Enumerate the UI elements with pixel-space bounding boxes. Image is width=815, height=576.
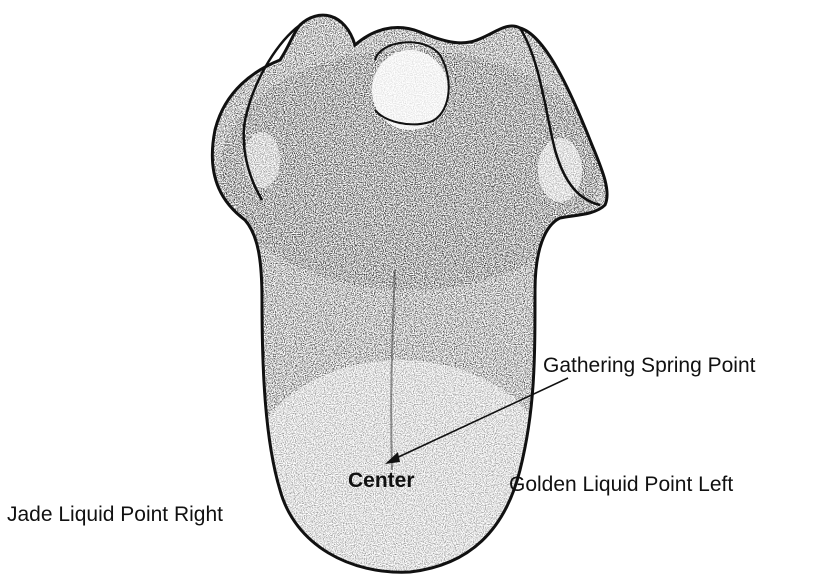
- center-label: Center: [348, 470, 415, 491]
- golden-liquid-point-left-label: Golden Liquid Point Left: [509, 474, 733, 495]
- jade-liquid-point-right-label: Jade Liquid Point Right: [7, 504, 223, 525]
- gathering-spring-point-label: Gathering Spring Point: [543, 355, 755, 376]
